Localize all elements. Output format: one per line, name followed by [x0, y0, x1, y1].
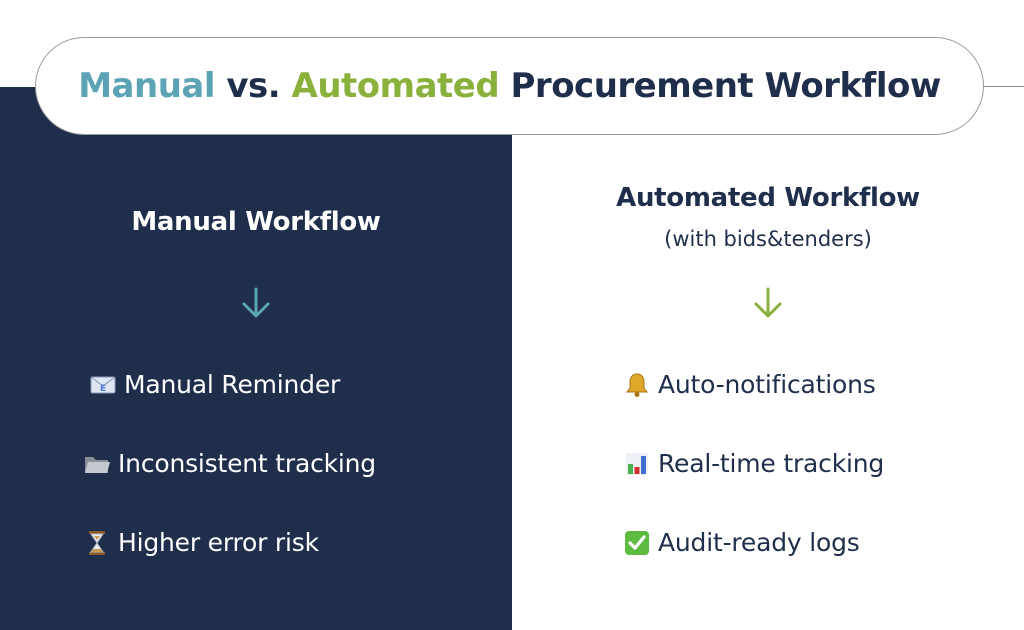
item-label: Real-time tracking: [658, 449, 885, 478]
arrow-down-icon: [0, 286, 512, 320]
item-label: Inconsistent tracking: [118, 449, 376, 478]
list-item: Inconsistent tracking: [82, 449, 376, 478]
title-automated: Automated: [291, 66, 500, 106]
bell-icon: [622, 372, 652, 398]
title-banner: Manual vs. Automated Procurement Workflo…: [35, 37, 984, 135]
email-icon: E: [88, 372, 118, 398]
list-item: Audit-ready logs: [622, 528, 860, 557]
list-item: Auto-notifications: [622, 370, 876, 399]
title-rest: Procurement Workflow: [499, 66, 942, 106]
title-vs: vs.: [215, 66, 292, 106]
arrow-down-icon: [512, 286, 1024, 320]
item-label: Higher error risk: [118, 528, 319, 557]
automated-heading: Automated Workflow: [616, 183, 920, 213]
bar-chart-icon: [622, 451, 652, 477]
list-item: Higher error risk: [82, 528, 319, 557]
check-box-icon: [622, 530, 652, 556]
list-item: Real-time tracking: [622, 449, 884, 478]
list-item: E Manual Reminder: [88, 370, 340, 399]
item-label: Auto-notifications: [658, 370, 876, 399]
title-manual: Manual: [78, 66, 216, 106]
item-label: Manual Reminder: [124, 370, 341, 399]
manual-panel-background: [0, 87, 512, 630]
automated-subheading: (with bids&tenders): [664, 227, 872, 251]
item-label: Audit-ready logs: [658, 528, 860, 557]
hourglass-icon: [82, 530, 112, 556]
folder-icon: [82, 451, 112, 477]
page-title: Manual vs. Automated Procurement Workflo…: [78, 66, 941, 106]
manual-heading: Manual Workflow: [131, 207, 381, 237]
svg-text:E: E: [100, 384, 106, 394]
automated-column: Automated Workflow (with bids&tenders) A…: [512, 0, 1024, 630]
decorative-line: [984, 86, 1024, 87]
manual-column: Manual Workflow E Manual Reminder Incons…: [0, 207, 512, 557]
